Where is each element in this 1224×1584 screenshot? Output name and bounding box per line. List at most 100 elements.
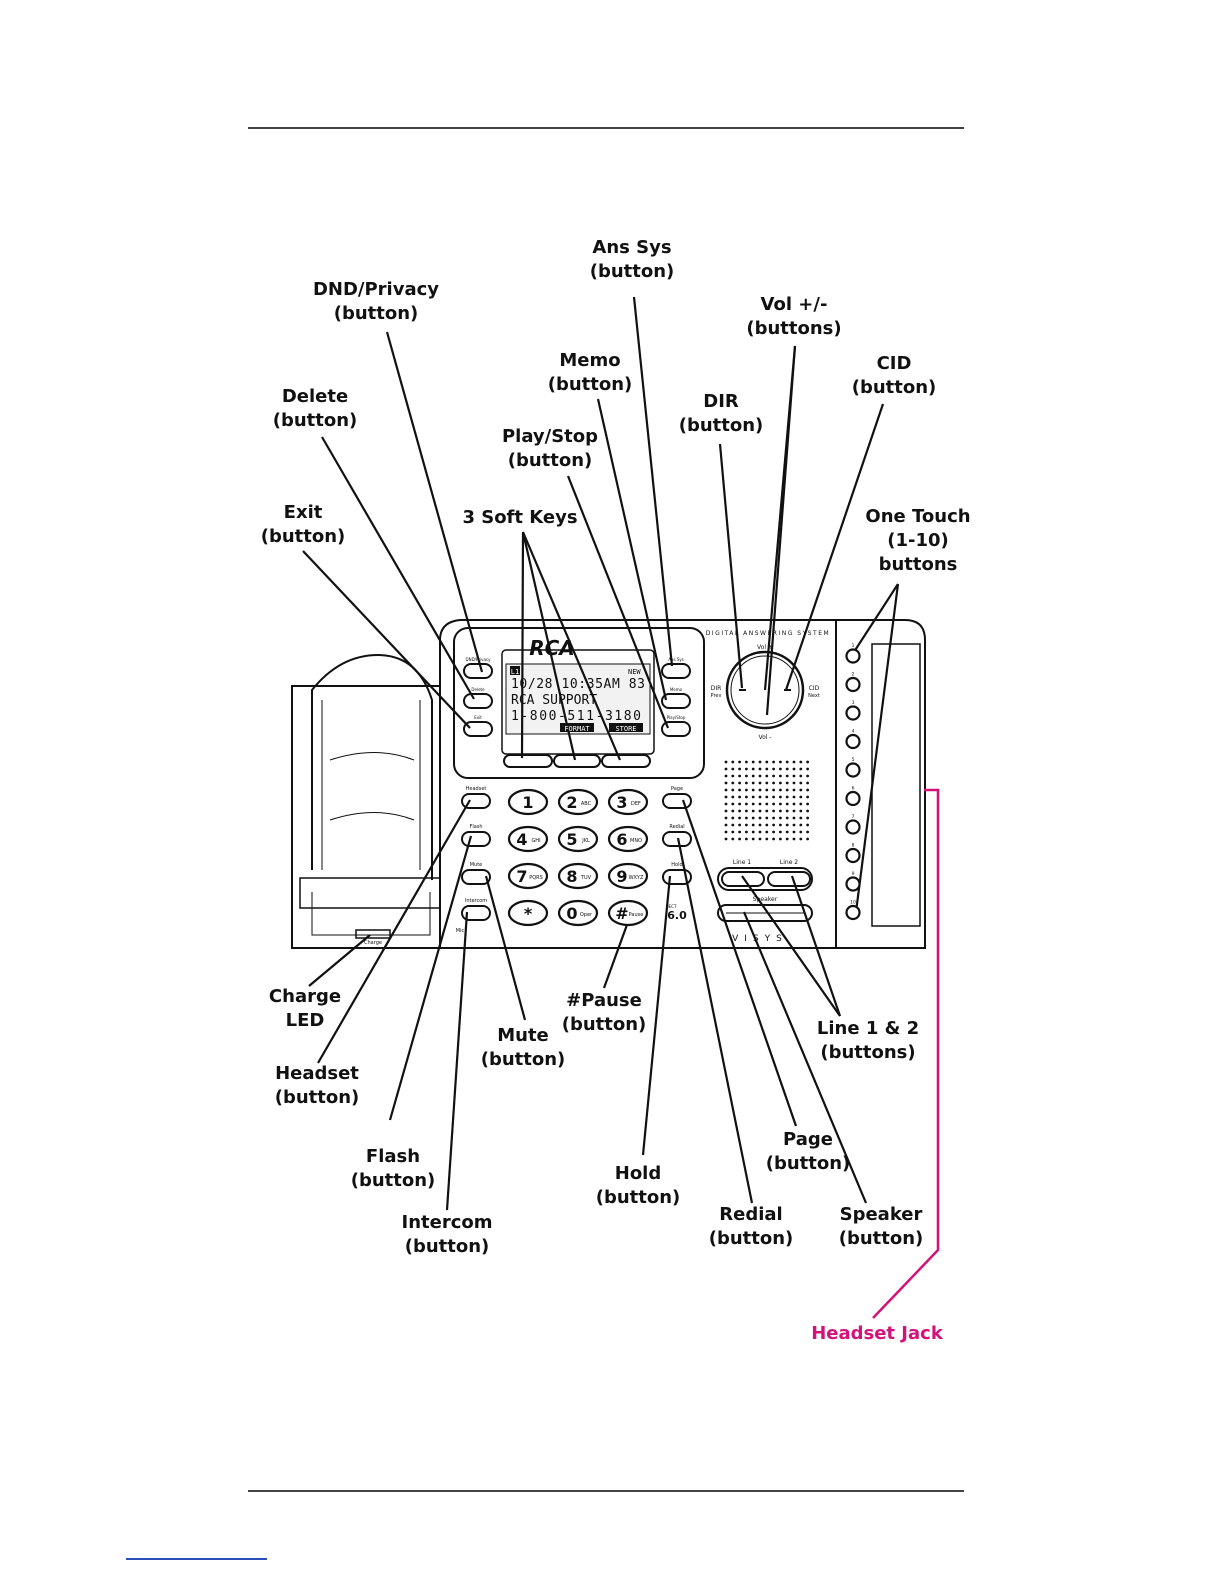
dnd-privacy-button[interactable]: [463, 663, 493, 679]
grille-dot: [758, 767, 762, 771]
grille-dot: [724, 795, 728, 799]
grille-dot: [745, 795, 748, 799]
keypad-letters: DEF: [631, 801, 641, 807]
grille-dot: [731, 795, 735, 799]
one-touch-button-3[interactable]: 3: [845, 700, 861, 721]
keypad-digit: 1: [522, 793, 533, 812]
grille-dot: [772, 802, 775, 806]
grille-dot: [806, 795, 809, 799]
grille-dot: [779, 830, 782, 834]
keypad-key-1[interactable]: 1: [507, 788, 549, 816]
volume-dial[interactable]: [725, 650, 805, 730]
callout-hold: Hold(button): [595, 1163, 681, 1208]
line-2-button[interactable]: [767, 871, 811, 887]
delete-button[interactable]: [463, 693, 493, 709]
grille-dot: [799, 774, 803, 778]
callout-cid: CID(button): [851, 353, 937, 398]
grille-dot: [738, 823, 741, 827]
one-touch-button-9[interactable]: 9: [845, 871, 861, 892]
grille-dot: [745, 837, 748, 841]
grille-dot: [772, 830, 775, 834]
mute-button[interactable]: [461, 869, 491, 885]
grille-dot: [731, 837, 735, 841]
dnd-label: DND/Privacy: [466, 657, 492, 662]
speaker-label: Speaker: [753, 896, 778, 903]
flash-button[interactable]: [461, 831, 491, 847]
grille-dot: [745, 760, 748, 764]
grille-dot: [745, 830, 748, 834]
grille-dot: [785, 795, 789, 799]
one-touch-button-7[interactable]: 7: [845, 814, 861, 835]
model-label: VISYS: [732, 934, 788, 944]
exit-button[interactable]: [463, 721, 493, 737]
charge-label: Charge: [364, 940, 382, 946]
callout-headset: Headset(button): [274, 1063, 360, 1108]
grille-dot: [772, 781, 775, 785]
mic-label: Mic: [456, 928, 465, 934]
grille-dot: [751, 774, 755, 778]
soft-key-right[interactable]: [601, 754, 651, 768]
play-stop-button[interactable]: [661, 721, 691, 737]
grille-dot: [785, 809, 789, 813]
play-stop-label: Play/Stop: [667, 715, 686, 720]
one-touch-button-10[interactable]: 10: [845, 900, 861, 921]
keypad-digit: 6: [616, 830, 627, 849]
speaker-button[interactable]: [717, 904, 813, 922]
grille-dot: [765, 760, 769, 764]
grille-dot: [751, 816, 755, 820]
grille-dot: [765, 830, 769, 834]
keypad-key-pound[interactable]: #Pause: [607, 899, 649, 927]
vol-minus-label: Vol -: [758, 734, 771, 741]
one-touch-number: 6: [852, 786, 855, 792]
one-touch-button-4[interactable]: 4: [845, 729, 861, 750]
headset-button[interactable]: [461, 793, 491, 809]
grille-dot: [731, 809, 735, 813]
grille-dot: [751, 781, 755, 785]
line-1-button[interactable]: [721, 871, 765, 887]
grille-dot: [792, 802, 796, 806]
dir-label: DIR: [711, 685, 722, 692]
grille-dot: [779, 774, 782, 778]
grille-dot: [799, 837, 803, 841]
redial-button[interactable]: [662, 831, 692, 847]
page-button[interactable]: [662, 793, 692, 809]
grille-dot: [751, 830, 755, 834]
one-touch-button-2[interactable]: 2: [845, 672, 861, 693]
keypad-digit: 7: [516, 867, 527, 886]
one-touch-button-8[interactable]: 8: [845, 843, 861, 864]
grille-dot: [738, 802, 741, 806]
keypad-key-star[interactable]: *: [507, 899, 549, 927]
grille-dot: [806, 760, 809, 764]
one-touch-button-1[interactable]: 1: [845, 643, 861, 664]
grille-dot: [731, 781, 735, 785]
keypad-digit: 0: [566, 904, 577, 923]
keypad-letters: TUV: [580, 875, 592, 881]
callout-flash: Flash(button): [350, 1146, 436, 1191]
grille-dot: [738, 760, 741, 764]
grille-dot: [751, 795, 755, 799]
soft-key-middle[interactable]: [553, 754, 601, 768]
hold-button[interactable]: [662, 869, 692, 885]
grille-dot: [792, 816, 796, 820]
ans-sys-button[interactable]: [661, 663, 691, 679]
grille-dot: [779, 816, 782, 820]
memo-button[interactable]: [661, 693, 691, 709]
soft-key-left[interactable]: [503, 754, 553, 768]
grille-dot: [758, 830, 762, 834]
intercom-button[interactable]: [461, 905, 491, 921]
one-touch-button-6[interactable]: 6: [845, 786, 861, 807]
grille-dot: [765, 767, 769, 771]
one-touch-button-5[interactable]: 5: [845, 757, 861, 778]
system-label: DIGITAL ANSWERING SYSTEM: [706, 630, 830, 637]
grille-dot: [785, 767, 789, 771]
